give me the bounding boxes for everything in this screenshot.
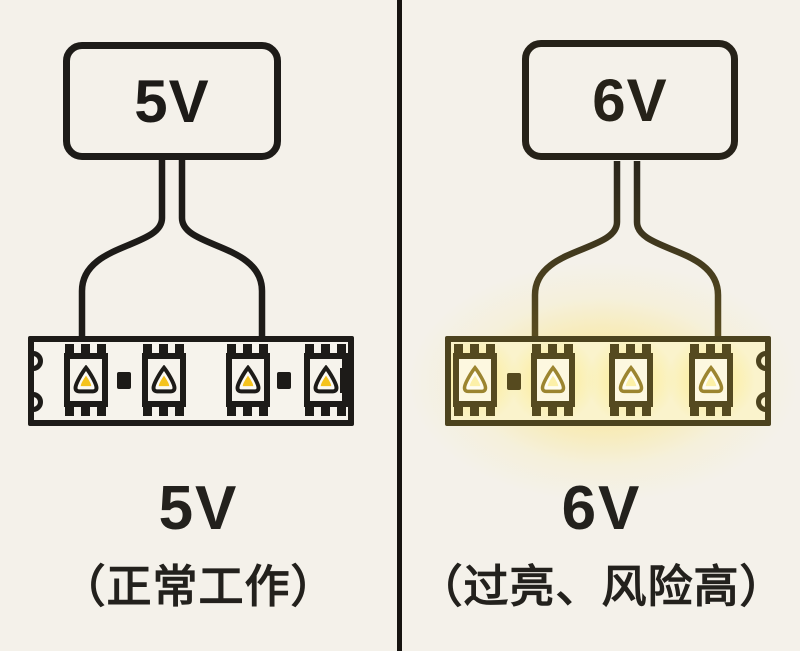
solder-pad-notch [756,351,765,371]
psu-voltage-label: 6V [592,67,668,134]
led-chip [142,344,186,416]
led-triangle-icon [73,365,99,394]
resistor [507,373,521,390]
caption-note: （正常工作） [60,561,337,612]
led-chip [689,344,733,416]
solder-pad-notch [34,351,43,371]
led-chip [453,344,497,416]
led-chip [609,344,653,416]
caption-note: （过亮、风险高） [417,561,786,612]
resistor [117,372,131,389]
psu-voltage-label: 5V [134,68,210,135]
power-supply-box: 5V [63,42,281,160]
led-triangle-icon [540,365,566,394]
right-panel-6v: 6V [403,0,800,651]
led-strip [28,336,354,426]
led-chip [531,344,575,416]
led-chip [64,344,108,416]
power-supply-box: 6V [522,40,738,160]
caption-voltage: 5V [158,474,239,543]
resistor [277,372,291,389]
led-chip [226,344,270,416]
led-triangle-icon [313,365,339,394]
led-chip [304,344,348,416]
led-triangle-icon [462,365,488,394]
panel-divider [397,0,402,651]
caption-voltage: 6V [561,474,642,543]
led-triangle-icon [698,365,724,394]
solder-pad-notch [756,392,765,412]
led-triangle-icon [235,365,261,394]
cut-end-tab [340,368,348,393]
left-panel-5v: 5V [0,0,397,651]
led-triangle-icon [151,365,177,394]
led-triangle-icon [618,365,644,394]
solder-pad-notch [34,392,43,412]
led-strip-glowing [445,336,771,426]
